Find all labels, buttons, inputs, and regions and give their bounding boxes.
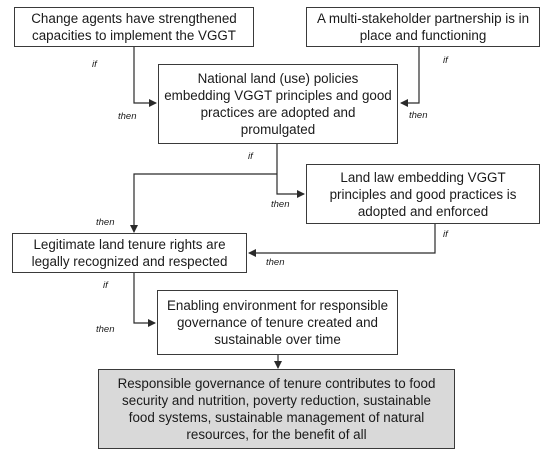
arrow-rights-to-enabling: [133, 273, 156, 327]
label-then: then: [266, 257, 285, 268]
box-tenure-rights: Legitimate land tenure rights are legall…: [12, 233, 247, 273]
label-if: if: [248, 151, 253, 162]
box-final-outcome: Responsible governance of tenure contrib…: [98, 369, 455, 449]
label-then: then: [96, 217, 115, 228]
label-if: if: [92, 59, 97, 70]
box-national-policies: National land (use) policies embedding V…: [158, 64, 398, 144]
arrow-policies-to-rights: [130, 173, 277, 233]
label-if: if: [103, 280, 108, 291]
arrow-law-to-rights: [248, 224, 436, 257]
arrow-partnership-to-policies: [400, 47, 420, 107]
box-land-law: Land law embedding VGGT principles and g…: [306, 164, 540, 224]
label-if: if: [443, 55, 448, 66]
arrow-change-to-policies: [133, 47, 157, 107]
box-change-agents: Change agents have strengthened capaciti…: [14, 7, 254, 47]
box-enabling-environment: Enabling environment for responsible gov…: [157, 290, 398, 355]
label-then: then: [409, 110, 428, 121]
label-then: then: [96, 324, 115, 335]
arrow-policies-to-law: [276, 143, 305, 198]
label-if: if: [443, 229, 448, 240]
label-then: then: [118, 111, 137, 122]
label-then: then: [271, 199, 290, 210]
box-partnership: A multi-stakeholder partnership is in pl…: [306, 7, 540, 47]
